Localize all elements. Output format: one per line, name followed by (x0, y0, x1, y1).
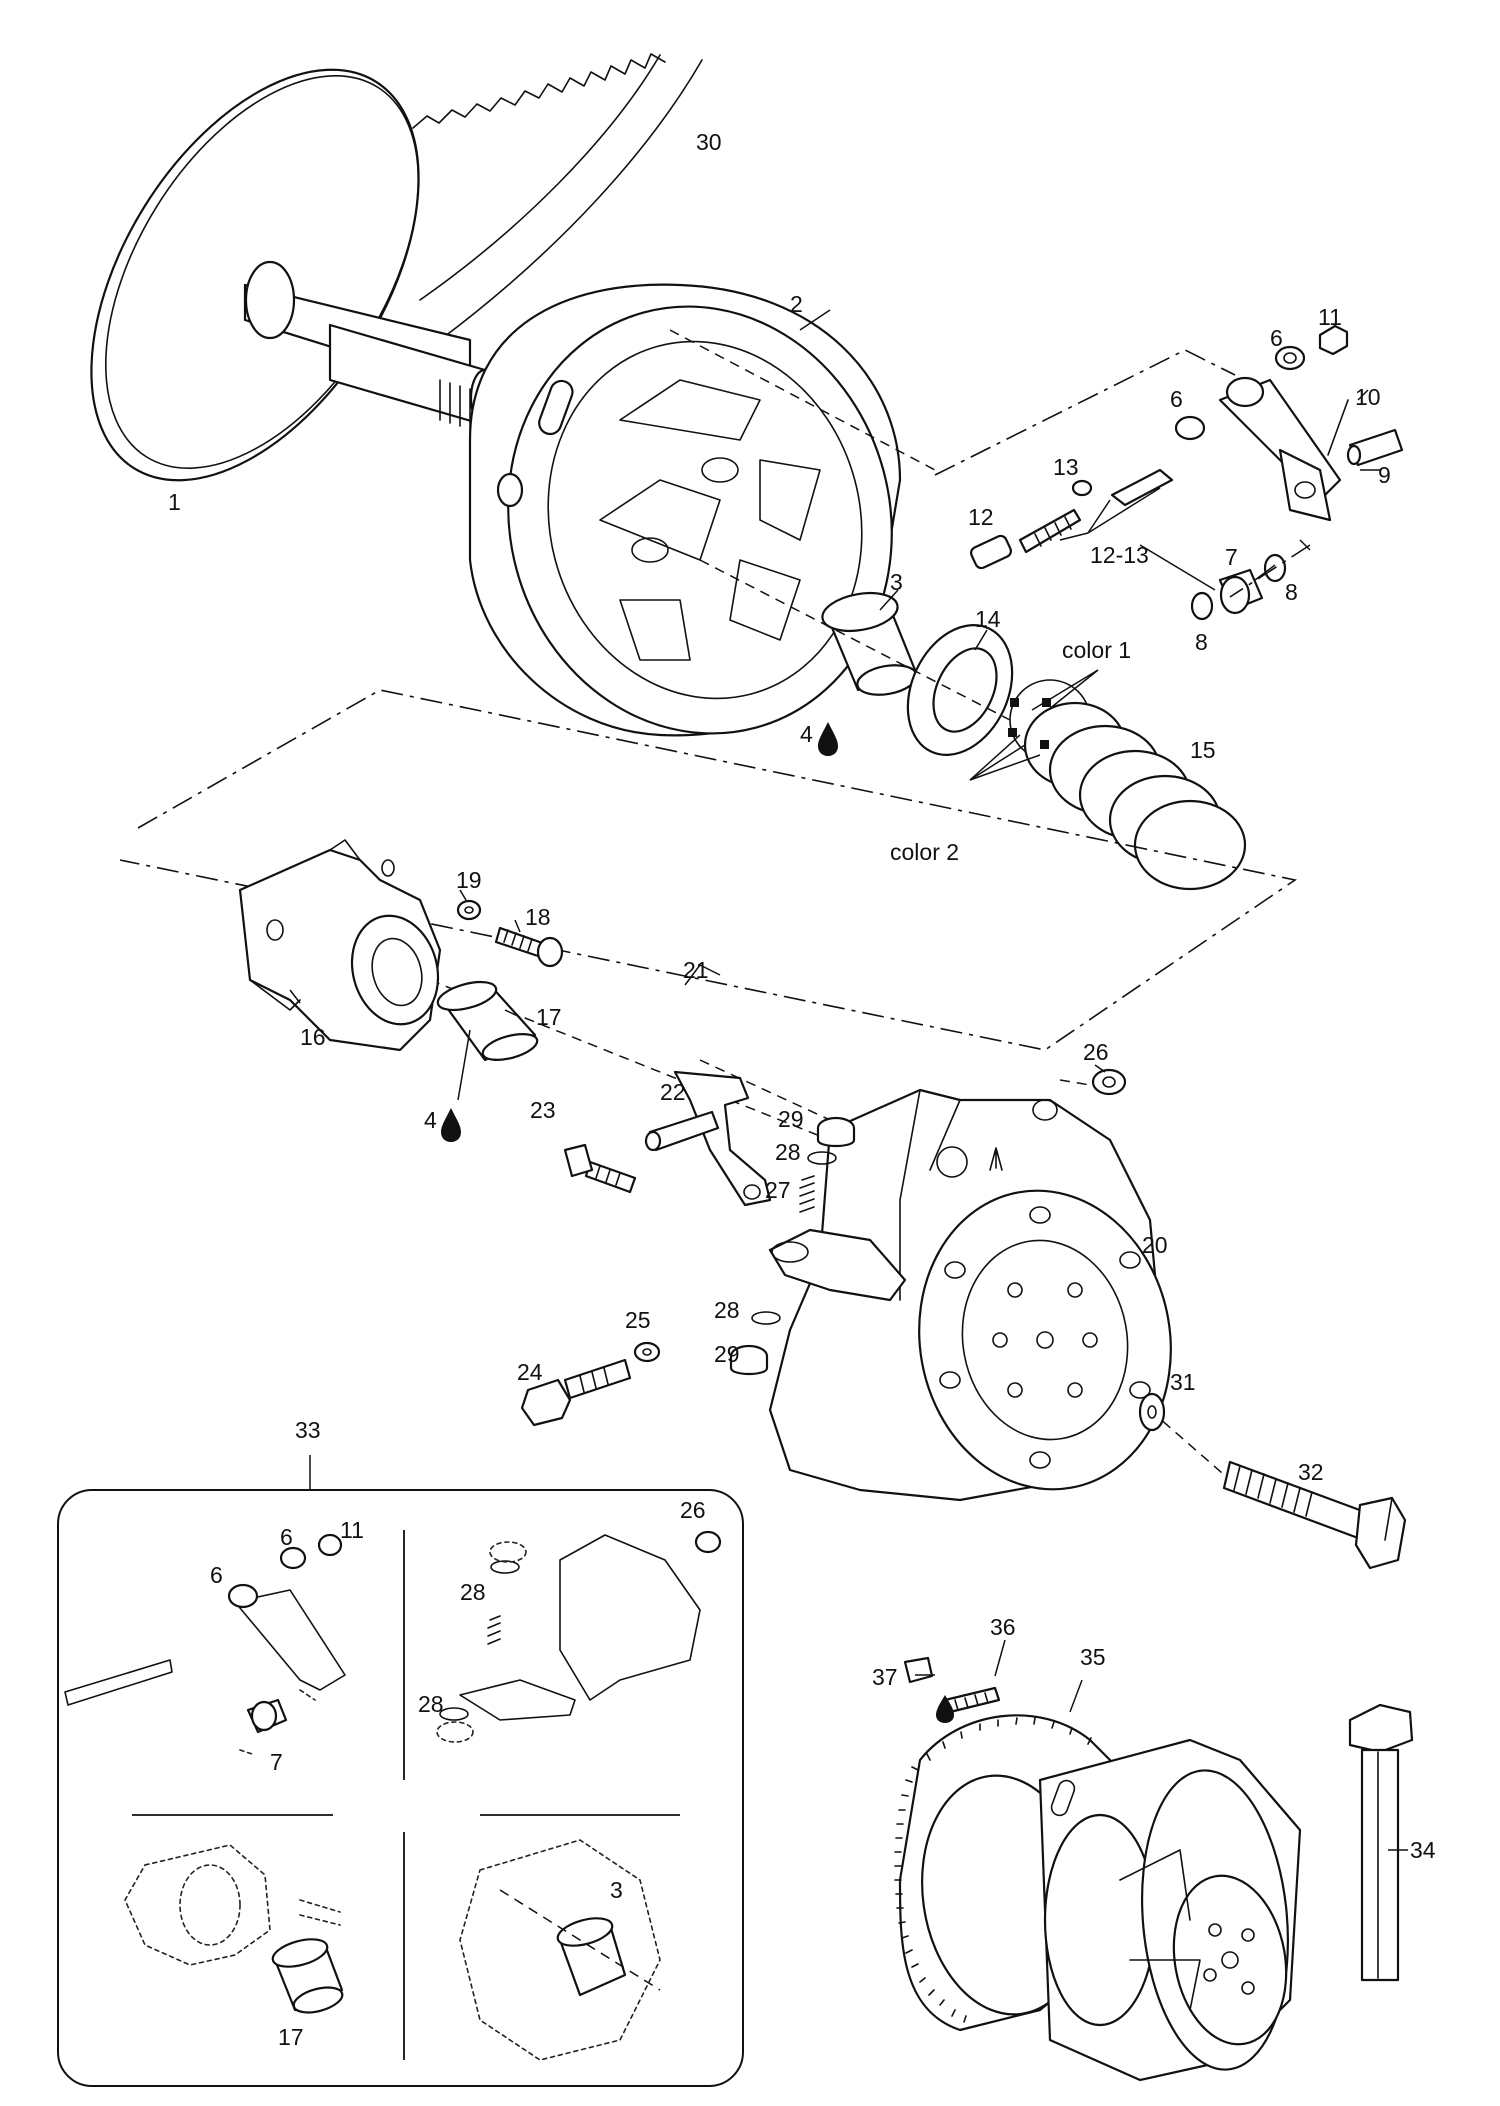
callout-6: 6 (1270, 325, 1283, 351)
small-hardware (520, 1068, 1127, 1427)
callout-4-b: 4 (424, 1107, 437, 1133)
callout-24: 24 (517, 1359, 543, 1385)
callout-8: 8 (1285, 579, 1298, 605)
sliding-bushing (821, 591, 918, 696)
inset-callouts: 6 11 6 7 26 28 28 3 17 (210, 1497, 706, 2050)
callout-29-b: 29 (714, 1341, 740, 1367)
oil-drop-icon (818, 722, 838, 756)
callout-3: 3 (890, 569, 903, 595)
callout-16: 16 (300, 1024, 326, 1050)
callout-6-b: 6 (1170, 386, 1183, 412)
movable-sheave (468, 283, 902, 737)
callout-12: 12 (968, 504, 994, 530)
callout-12-13: 12-13 (1090, 542, 1149, 568)
drive-belt (412, 53, 703, 341)
callout-31: 31 (1170, 1369, 1196, 1395)
callout-30: 30 (696, 129, 722, 155)
long-bolt (1348, 1703, 1414, 1982)
cam-arm (563, 1070, 772, 1207)
spring-seat (906, 624, 1014, 756)
callout-25: 25 (625, 1307, 651, 1333)
spider-screw (456, 899, 564, 968)
inset-callout-28: 28 (460, 1579, 486, 1605)
inset-callout-6: 6 (280, 1524, 293, 1550)
spring (1008, 679, 1247, 891)
callout-2: 2 (790, 291, 803, 317)
callout-7: 7 (1225, 544, 1238, 570)
callout-labels: 1 2 3 4 4 6 6 7 8 8 9 10 11 12 13 12-13 … (168, 129, 1436, 1863)
callout-8-b: 8 (1195, 629, 1208, 655)
inset-callout-26: 26 (680, 1497, 706, 1523)
callout-11: 11 (1318, 304, 1342, 330)
callout-18: 18 (525, 904, 551, 930)
oil-drop-icon (441, 1108, 461, 1142)
callout-4: 4 (800, 721, 813, 747)
roller-lever-assembly (970, 324, 1404, 621)
callout-23: 23 (530, 1097, 556, 1123)
callout-34: 34 (1410, 1837, 1436, 1863)
complete-pulley-assembly (894, 1656, 1302, 2082)
callout-15: 15 (1190, 737, 1216, 763)
inset-callout-17: 17 (278, 2024, 304, 2050)
callout-20: 20 (1142, 1232, 1168, 1258)
spider (238, 839, 442, 1052)
governor-cup (768, 1088, 1172, 1502)
callout-13: 13 (1053, 454, 1079, 480)
leader-lines (289, 309, 1408, 1851)
callout-14: 14 (975, 606, 1001, 632)
callout-color-2: color 2 (890, 839, 959, 865)
callout-10: 10 (1355, 384, 1381, 410)
inset-callout-6-b: 6 (210, 1562, 223, 1588)
callout-27: 27 (765, 1177, 791, 1203)
callout-22: 22 (660, 1079, 686, 1105)
callout-28-b: 28 (714, 1297, 740, 1323)
callout-1: 1 (168, 489, 181, 515)
callout-26: 26 (1083, 1039, 1109, 1065)
callout-36: 36 (990, 1614, 1016, 1640)
callout-19: 19 (456, 867, 482, 893)
oil-drop-icon (936, 1695, 954, 1723)
spider-bushing (436, 980, 539, 1062)
inset-callout-11: 11 (340, 1517, 364, 1543)
inset-panel (57, 1489, 744, 2087)
callout-33: 33 (295, 1417, 321, 1443)
inset-callout-3: 3 (610, 1877, 623, 1903)
callout-35: 35 (1080, 1644, 1106, 1670)
callout-28: 28 (775, 1139, 801, 1165)
fixed-sheave (90, 68, 501, 482)
callout-21: 21 (683, 957, 709, 983)
phantom-lines (119, 349, 1311, 1051)
callout-37: 37 (872, 1664, 898, 1690)
inset-callout-7: 7 (270, 1749, 283, 1775)
callout-color-1: color 1 (1062, 637, 1131, 663)
callout-32: 32 (1298, 1459, 1324, 1485)
governor-bolt (1138, 1392, 1407, 1570)
callout-9: 9 (1378, 462, 1391, 488)
callout-17: 17 (536, 1004, 562, 1030)
callout-29: 29 (778, 1106, 804, 1132)
inset-callout-28-b: 28 (418, 1691, 444, 1717)
